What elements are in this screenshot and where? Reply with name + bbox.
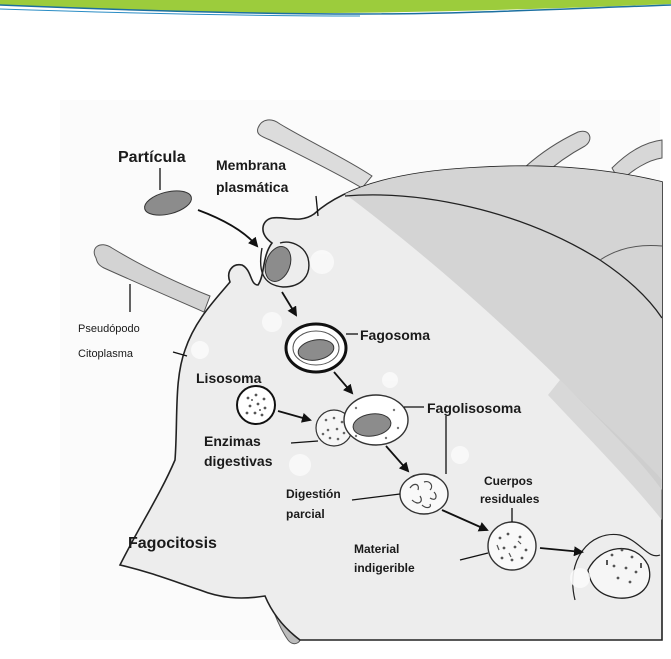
labels: Partícula Membrana plasmática Pseudópodo…: [78, 149, 540, 575]
label-digestion-1: Digestión: [286, 487, 341, 501]
phagolysosome: [343, 394, 409, 446]
label-digestion-2: parcial: [286, 507, 325, 521]
label-cuerpos-2: residuales: [480, 492, 540, 506]
particle: [144, 190, 192, 216]
label-membrana-1: Membrana: [216, 157, 286, 173]
exocytosed-material: [606, 548, 642, 584]
phagosome: [284, 322, 348, 374]
label-fagosoma: Fagosoma: [360, 327, 430, 343]
top-banner: [0, 0, 671, 17]
label-material-1: Material: [354, 542, 399, 556]
label-enzimas-1: Enzimas: [204, 433, 261, 449]
label-particula: Partícula: [118, 149, 186, 166]
membrane-invagination: [259, 241, 310, 288]
cytoplasm-spots: [191, 250, 590, 588]
label-cuerpos-1: Cuerpos: [484, 474, 533, 488]
lysosome: [236, 385, 276, 425]
label-membrana-2: plasmática: [216, 179, 289, 195]
label-citoplasma: Citoplasma: [78, 348, 134, 360]
label-pseudopodo: Pseudópodo: [78, 323, 140, 335]
label-fagolisosoma: Fagolisosoma: [427, 400, 521, 416]
label-enzimas-2: digestivas: [204, 453, 273, 469]
label-lisosoma: Lisosoma: [196, 370, 262, 386]
leader-lines: [129, 168, 513, 561]
label-material-2: indigerible: [354, 561, 415, 575]
residual-bodies-vesicle: [487, 521, 537, 571]
process-arrows: [197, 209, 584, 557]
partial-digestion-vesicle: [399, 473, 449, 515]
label-fagocitosis: Fagocitosis: [128, 535, 217, 552]
